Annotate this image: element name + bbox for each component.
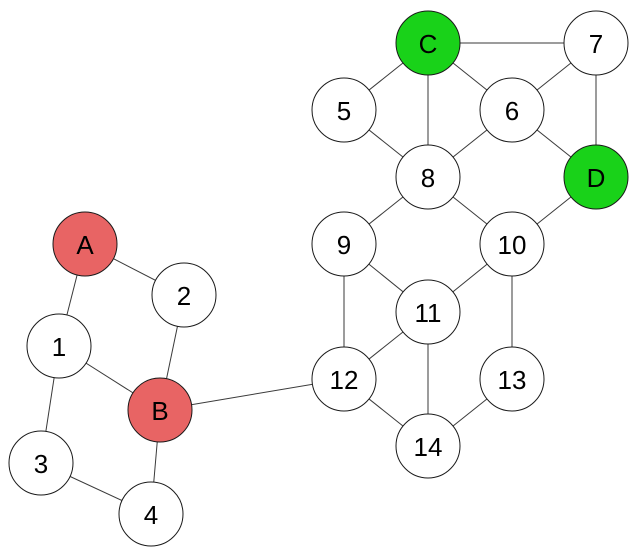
node-label-12: 12 bbox=[330, 365, 359, 395]
node-circle-9 bbox=[311, 211, 377, 277]
node-label-C: C bbox=[419, 29, 438, 59]
node-12: 12 bbox=[311, 346, 377, 412]
node-label-B: B bbox=[151, 396, 168, 426]
node-label-D: D bbox=[587, 163, 606, 193]
node-label-11: 11 bbox=[415, 298, 442, 328]
node-11: 11 bbox=[395, 279, 461, 345]
node-10: 10 bbox=[479, 211, 545, 277]
node-circle-11 bbox=[395, 279, 461, 345]
node-3: 3 bbox=[8, 430, 74, 496]
node-circle-6 bbox=[479, 77, 545, 143]
node-circle-7 bbox=[563, 10, 629, 76]
node-14: 14 bbox=[395, 413, 461, 479]
node-circle-2 bbox=[151, 262, 217, 328]
node-circle-14 bbox=[395, 413, 461, 479]
node-8: 8 bbox=[395, 144, 461, 210]
node-circle-8 bbox=[395, 144, 461, 210]
node-circle-10 bbox=[479, 211, 545, 277]
node-label-2: 2 bbox=[177, 281, 191, 311]
node-B: B bbox=[127, 377, 193, 443]
node-C: C bbox=[395, 10, 461, 76]
node-label-7: 7 bbox=[589, 29, 603, 59]
node-circle-12 bbox=[311, 346, 377, 412]
node-circle-4 bbox=[118, 481, 184, 547]
node-circle-1 bbox=[26, 313, 92, 379]
node-4: 4 bbox=[118, 481, 184, 547]
node-circle-B bbox=[127, 377, 193, 443]
node-label-10: 10 bbox=[498, 230, 527, 260]
node-circle-D bbox=[563, 144, 629, 210]
node-label-9: 9 bbox=[337, 230, 351, 260]
node-label-A: A bbox=[76, 230, 94, 260]
node-9: 9 bbox=[311, 211, 377, 277]
node-D: D bbox=[563, 144, 629, 210]
node-circle-A bbox=[52, 211, 118, 277]
node-label-4: 4 bbox=[144, 500, 158, 530]
node-label-3: 3 bbox=[34, 449, 48, 479]
node-label-1: 1 bbox=[52, 332, 66, 362]
node-circle-3 bbox=[8, 430, 74, 496]
node-1: 1 bbox=[26, 313, 92, 379]
node-5: 5 bbox=[311, 77, 377, 143]
node-label-5: 5 bbox=[337, 96, 351, 126]
node-label-6: 6 bbox=[505, 96, 519, 126]
node-7: 7 bbox=[563, 10, 629, 76]
node-circle-C bbox=[395, 10, 461, 76]
node-label-14: 14 bbox=[414, 432, 443, 462]
node-label-13: 13 bbox=[498, 365, 527, 395]
node-circle-5 bbox=[311, 77, 377, 143]
node-A: A bbox=[52, 211, 118, 277]
node-label-8: 8 bbox=[421, 163, 435, 193]
node-circle-13 bbox=[479, 346, 545, 412]
node-2: 2 bbox=[151, 262, 217, 328]
node-13: 13 bbox=[479, 346, 545, 412]
node-6: 6 bbox=[479, 77, 545, 143]
